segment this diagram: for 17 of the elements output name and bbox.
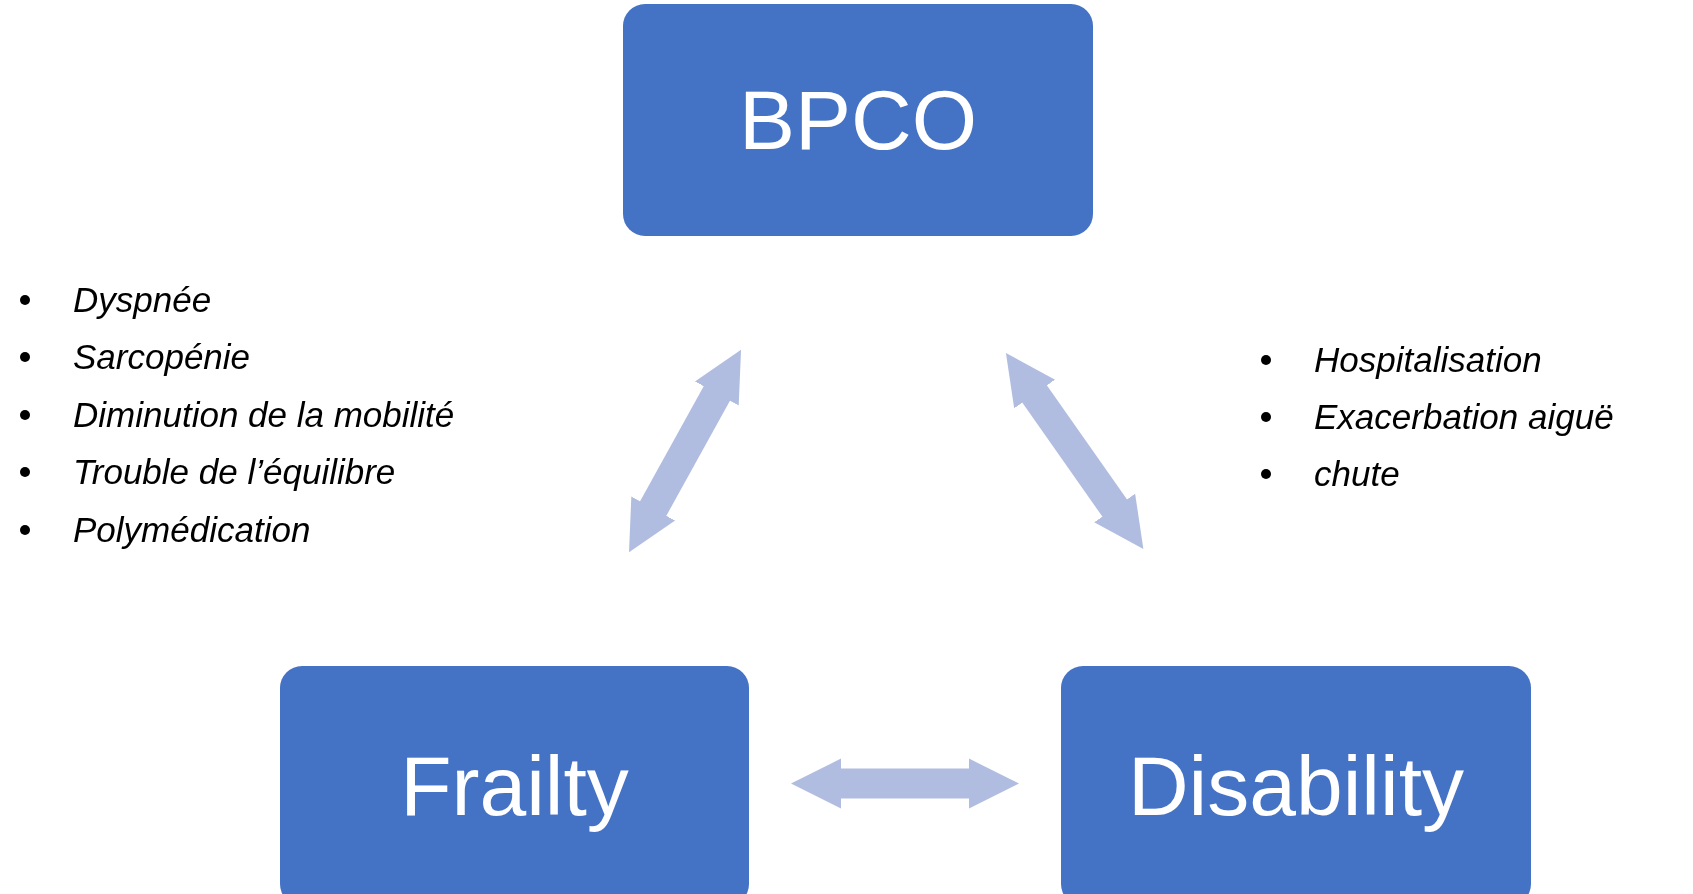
list-item: chute <box>1314 454 1400 494</box>
node-label: Disability <box>1127 737 1465 835</box>
list-item: Polymédication <box>73 510 311 550</box>
process-box <box>623 4 1093 236</box>
double-arrow <box>1005 353 1144 549</box>
double-arrow <box>629 349 741 553</box>
list-item: Dyspnée <box>73 280 212 320</box>
node-label: Frailty <box>400 737 629 835</box>
list-item: Hospitalisation <box>1314 340 1542 380</box>
process-box <box>1061 666 1531 894</box>
list-item: Sarcopénie <box>73 337 251 377</box>
list-item: Exacerbation aiguë <box>1314 397 1614 437</box>
list-item: Trouble de l’équilibre <box>73 452 396 492</box>
node-label: BPCO <box>738 71 978 169</box>
double-arrow <box>791 758 1019 809</box>
process-box <box>280 666 749 894</box>
list-item: Diminution de la mobilité <box>73 395 455 435</box>
